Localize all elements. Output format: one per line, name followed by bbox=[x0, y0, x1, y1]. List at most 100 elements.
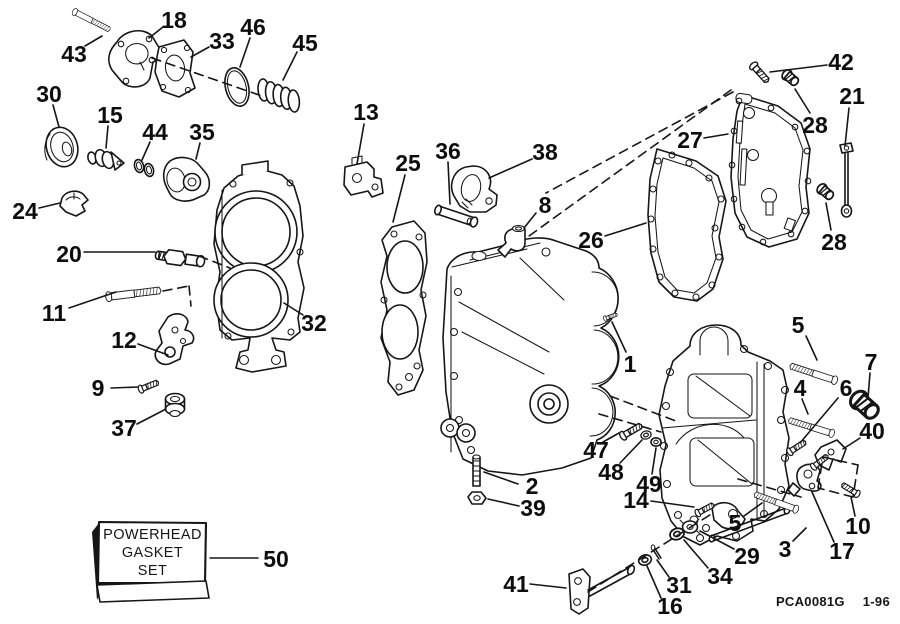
throttle-link-drawing bbox=[568, 564, 636, 615]
washer-48 bbox=[639, 428, 653, 442]
water-jacket-clamp-drawing bbox=[59, 190, 89, 217]
leader-line-34 bbox=[683, 539, 709, 569]
callout-25: 25 bbox=[395, 150, 421, 176]
callout-39: 39 bbox=[520, 495, 546, 521]
callout-50: 50 bbox=[263, 546, 289, 572]
leader-line-32 bbox=[283, 302, 304, 316]
leader-line-49 bbox=[651, 447, 657, 475]
assembly-axis-9 bbox=[198, 255, 231, 269]
leader-line-37 bbox=[136, 408, 167, 425]
thermostat-housing-drawing bbox=[162, 156, 211, 202]
assembly-axis-13 bbox=[817, 456, 824, 489]
leader-line-47 bbox=[602, 432, 620, 443]
screw-9 bbox=[136, 377, 161, 395]
leader-line-43 bbox=[84, 35, 103, 47]
callout-40: 40 bbox=[859, 418, 885, 444]
callout-28: 28 bbox=[821, 229, 847, 255]
nut-49 bbox=[650, 436, 662, 447]
leader-line-15 bbox=[105, 125, 109, 149]
gasket-box-line-1: POWERHEAD bbox=[103, 527, 202, 544]
leader-line-29 bbox=[699, 530, 735, 550]
assembly-axis-4 bbox=[598, 413, 662, 433]
callout-12: 12 bbox=[111, 327, 137, 353]
leader-line-4 bbox=[801, 398, 809, 415]
leader-line-7 bbox=[867, 372, 871, 399]
cotter-pin-drawing bbox=[650, 544, 662, 560]
callout-17: 17 bbox=[829, 538, 855, 564]
leader-line-42 bbox=[769, 64, 828, 73]
grommet-drawing bbox=[164, 392, 186, 418]
swivel-bracket-drawing bbox=[787, 463, 822, 497]
leader-line-6 bbox=[799, 397, 839, 444]
callout-45: 45 bbox=[292, 30, 318, 56]
assembly-axis-6 bbox=[737, 478, 802, 498]
assembly-axis-5 bbox=[587, 512, 714, 593]
leader-line-8 bbox=[523, 212, 537, 229]
leader-line-48 bbox=[619, 439, 643, 464]
callout-3: 3 bbox=[779, 536, 792, 562]
figure-date-code: 1-96 bbox=[862, 594, 890, 609]
callout-5: 5 bbox=[792, 312, 805, 338]
assembly-axis-12 bbox=[817, 487, 854, 498]
callout-15: 15 bbox=[97, 102, 123, 128]
callout-9: 9 bbox=[92, 375, 105, 401]
gasket-box-line-2: GASKET bbox=[121, 545, 184, 562]
link-rod-drawing bbox=[839, 142, 854, 218]
callout-48: 48 bbox=[598, 459, 624, 485]
nut-drawing bbox=[467, 491, 487, 505]
callout-8: 8 bbox=[539, 192, 552, 218]
callout-43: 43 bbox=[61, 41, 87, 67]
leader-line-2 bbox=[483, 471, 519, 485]
leader-line-18 bbox=[148, 26, 164, 39]
retainer-clips-drawing bbox=[133, 158, 155, 178]
callout-28: 28 bbox=[802, 112, 828, 138]
callout-47: 47 bbox=[583, 437, 609, 463]
callout-2: 2 bbox=[526, 473, 539, 499]
callout-11: 11 bbox=[42, 300, 67, 326]
assembly-axis-2 bbox=[545, 91, 734, 194]
leader-line-31 bbox=[656, 559, 670, 578]
callout-26: 26 bbox=[578, 227, 604, 253]
seal-drawing bbox=[44, 126, 79, 168]
leader-line-13 bbox=[356, 123, 365, 165]
leader-line-21 bbox=[844, 107, 850, 147]
leader-line-11 bbox=[68, 291, 117, 309]
stud-drawing bbox=[472, 454, 481, 487]
callout-31: 31 bbox=[666, 572, 692, 598]
bolt-43 bbox=[70, 7, 113, 34]
leader-line-17 bbox=[811, 491, 835, 543]
leader-line-46 bbox=[239, 37, 251, 68]
exhaust-cover-gasket-drawing bbox=[647, 148, 727, 302]
callout-10: 10 bbox=[845, 513, 871, 539]
leader-line-36 bbox=[447, 161, 451, 205]
leader-line-10 bbox=[850, 496, 856, 517]
callout-27: 27 bbox=[677, 127, 703, 153]
thermostat-drawing bbox=[87, 148, 125, 171]
screw-42 bbox=[747, 59, 773, 86]
leader-line-40 bbox=[842, 437, 861, 450]
elbow-fitting-drawing bbox=[497, 224, 526, 258]
assembly-axis-10 bbox=[822, 456, 859, 466]
callout-18: 18 bbox=[161, 7, 187, 33]
leader-line-1 bbox=[611, 321, 627, 353]
gasket-set-box-graphic bbox=[92, 520, 210, 603]
callout-16: 16 bbox=[657, 593, 683, 619]
dowel-pin-drawing bbox=[433, 204, 479, 228]
leader-line-12 bbox=[137, 343, 169, 356]
callout-24: 24 bbox=[12, 198, 38, 224]
callout-32: 32 bbox=[301, 310, 327, 336]
leader-line-28 bbox=[825, 202, 832, 231]
gasket-box-line-3: SET bbox=[137, 562, 168, 579]
head-gasket-drawing bbox=[380, 220, 428, 396]
leader-line-9 bbox=[110, 386, 139, 389]
figure-part-code: PCA0081G bbox=[775, 594, 845, 609]
assembly-axis-3 bbox=[609, 395, 677, 422]
callout-46: 46 bbox=[240, 14, 266, 40]
cylinder-head-drawing bbox=[213, 160, 305, 373]
leader-line-30 bbox=[52, 104, 60, 128]
callout-6: 6 bbox=[840, 375, 853, 401]
leader-line-25 bbox=[392, 174, 406, 223]
thermostat-cover-drawing bbox=[108, 29, 163, 88]
